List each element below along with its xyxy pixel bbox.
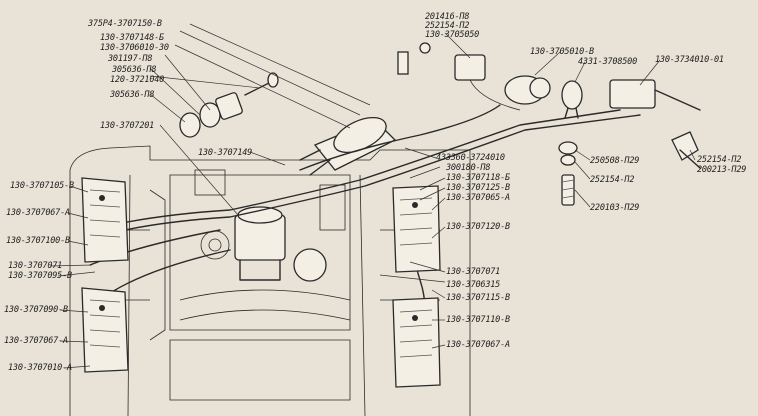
label-r3: 130-3707118-Б	[446, 173, 510, 183]
label-washer-2: 305636-П8	[110, 90, 155, 100]
leader-lines	[49, 23, 696, 369]
label-wire-b: 130-3707148-Б	[100, 33, 164, 43]
label-coil-bracket: 130-3707201	[100, 121, 155, 131]
label-washer: 305636-П8	[112, 65, 157, 75]
label-terminal: 120-3721040	[110, 75, 165, 85]
label-switch: 130-3705010-В	[530, 47, 594, 57]
label-right-top-1: 201416-П8	[425, 12, 470, 22]
label-r4: 130-3707125-В	[446, 183, 510, 193]
label-r10: 130-3707110-В	[446, 315, 510, 325]
label-bolt-1: 250508-П29	[590, 156, 640, 166]
label-screw: 301197-П8	[108, 54, 153, 64]
label-harness: 130-3707149	[198, 148, 253, 158]
left-shields	[81, 177, 129, 373]
label-r5: 130-3707065-А	[446, 193, 510, 203]
label-bolt-3: 220103-П29	[590, 203, 640, 213]
label-right-top-2: 252154-П2	[425, 21, 470, 31]
label-distributor: 130-3706010-30	[100, 43, 169, 53]
relay	[609, 79, 701, 111]
ignition-switch	[454, 54, 551, 105]
label-coil-cover: 375Р4-3707150-В	[88, 19, 162, 29]
label-l4: 130-3707071	[8, 261, 63, 271]
label-l5: 130-3707095-В	[8, 271, 72, 281]
label-r2: 300180-П8	[446, 163, 491, 173]
label-r9: 130-3707115-В	[446, 293, 510, 303]
label-r8: 130-3706315	[446, 280, 501, 290]
label-l1: 130-3707105-В	[10, 181, 74, 191]
label-r6: 130-3707120-В	[446, 222, 510, 232]
label-relay: 130-3734010-01	[655, 55, 724, 65]
label-l6: 130-3707090-В	[4, 305, 68, 315]
bolts	[558, 131, 701, 206]
label-r11: 130-3707067-А	[446, 340, 510, 350]
label-l8: 130-3707010-А	[8, 363, 72, 373]
distributor	[299, 117, 397, 176]
label-l7: 130-3707067-А	[4, 336, 68, 346]
label-l2: 130-3707067-А	[6, 208, 70, 218]
label-r1: 433360-3724010	[436, 153, 505, 163]
label-l3: 130-3707100-В	[6, 236, 70, 246]
label-r7: 130-3707071	[446, 267, 501, 277]
label-right-top-3: 130-3705050	[425, 30, 480, 40]
right-shields	[392, 185, 441, 388]
label-bulb: 4331-3708500	[578, 57, 638, 67]
lamp	[561, 80, 583, 119]
label-rb-2: 200213-П29	[697, 165, 747, 175]
ignition-coil	[234, 206, 327, 282]
top-bolt	[397, 42, 431, 75]
spark-plug-parts	[179, 72, 279, 138]
label-rb-1: 252154-П2	[697, 155, 742, 165]
label-bolt-2: 252154-П2	[590, 175, 635, 185]
